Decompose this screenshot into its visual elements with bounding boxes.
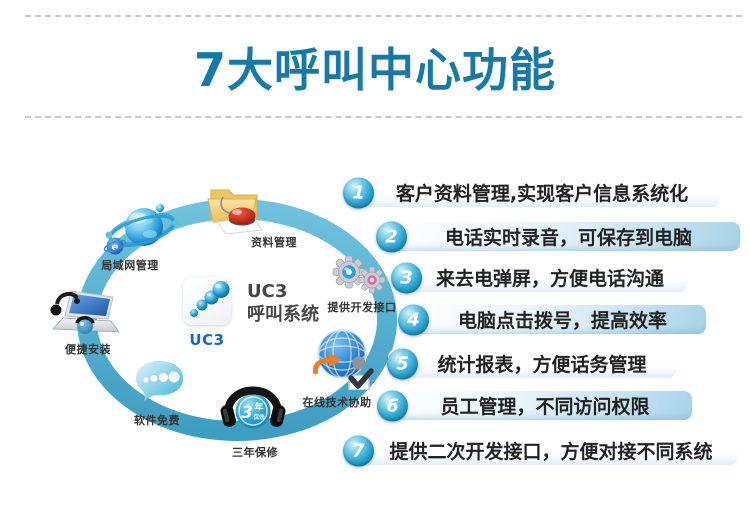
number-badge-6: 6 [377, 390, 408, 421]
svg-text:e: e [112, 242, 119, 253]
node-label-warranty: 三年保修 [232, 446, 278, 459]
laptop-headset-icon [50, 290, 120, 334]
feature-text-4: 电脑点击拨号，提高效率 [457, 310, 667, 332]
number-badge-4: 4 [398, 304, 429, 335]
feature-text-5: 统计报表，方便话务管理 [437, 354, 647, 376]
gears-icon [332, 255, 385, 294]
warranty-badge-year: 年 [254, 401, 263, 413]
node-label-devapi: 提供开发接口 [327, 301, 397, 314]
node-label-lan: 局域网管理 [101, 259, 159, 272]
uc3-logo-text: UC3 [189, 331, 225, 349]
feature-text-2: 电话实时录音，可保存到电脑 [444, 227, 692, 249]
feature-row-5: 5 统计报表，方便话务管理 [387, 348, 676, 379]
feature-text-6: 员工管理，不同访问权限 [440, 396, 650, 418]
page-title: 7大呼叫中心功能 [193, 43, 556, 97]
warranty-badge-number: 3 [241, 403, 253, 423]
number-badge-7: 7 [343, 435, 374, 466]
feature-row-2: 2 电话实时录音，可保存到电脑 [376, 221, 740, 252]
number-badge-2: 2 [376, 221, 407, 252]
system-name-line1: UC3 [247, 281, 288, 302]
number-badge-5: 5 [387, 348, 418, 379]
feature-row-6: 6 员工管理，不同访问权限 [377, 390, 692, 421]
feature-row-7: 7 提供二次开发接口，方便对接不同系统 [343, 435, 738, 466]
number-badge-1: 1 [343, 177, 374, 208]
headphones-icon: 3 年 保修 [220, 386, 286, 429]
uc3-logo-tile [183, 277, 231, 325]
node-label-data: 资料管理 [251, 236, 297, 249]
speech-bubble-icon [135, 360, 184, 401]
top-dashed-divider [25, 15, 742, 17]
uc3-bubbles-icon [190, 281, 230, 317]
system-name: UC3 呼叫系统 [247, 281, 319, 326]
node-label-install: 便捷安装 [65, 343, 111, 356]
feature-text-3: 来去电弹屏，方便电话沟通 [435, 268, 664, 290]
node-label-freesoft: 软件免费 [134, 414, 180, 427]
feature-text-7: 提供二次开发接口，方便对接不同系统 [389, 441, 713, 463]
feature-row-1: 1 客户资料管理,实现客户信息系统化 [343, 177, 720, 208]
feature-row-3: 3 来去电弹屏，方便电话沟通 [391, 262, 688, 293]
system-name-line2: 呼叫系统 [247, 303, 319, 325]
feature-text-1: 客户资料管理,实现客户信息系统化 [395, 183, 689, 205]
globe-person-icon [313, 329, 374, 390]
folder-mouse-icon [207, 189, 263, 235]
feature-row-4: 4 电脑点击拨号，提高效率 [398, 304, 706, 335]
bottom-dashed-divider [25, 116, 742, 118]
network-globe-icon: e [103, 204, 178, 255]
number-badge-3: 3 [391, 262, 422, 293]
warranty-badge-sub: 保修 [252, 413, 265, 421]
node-label-online: 在线技术协助 [302, 396, 372, 409]
